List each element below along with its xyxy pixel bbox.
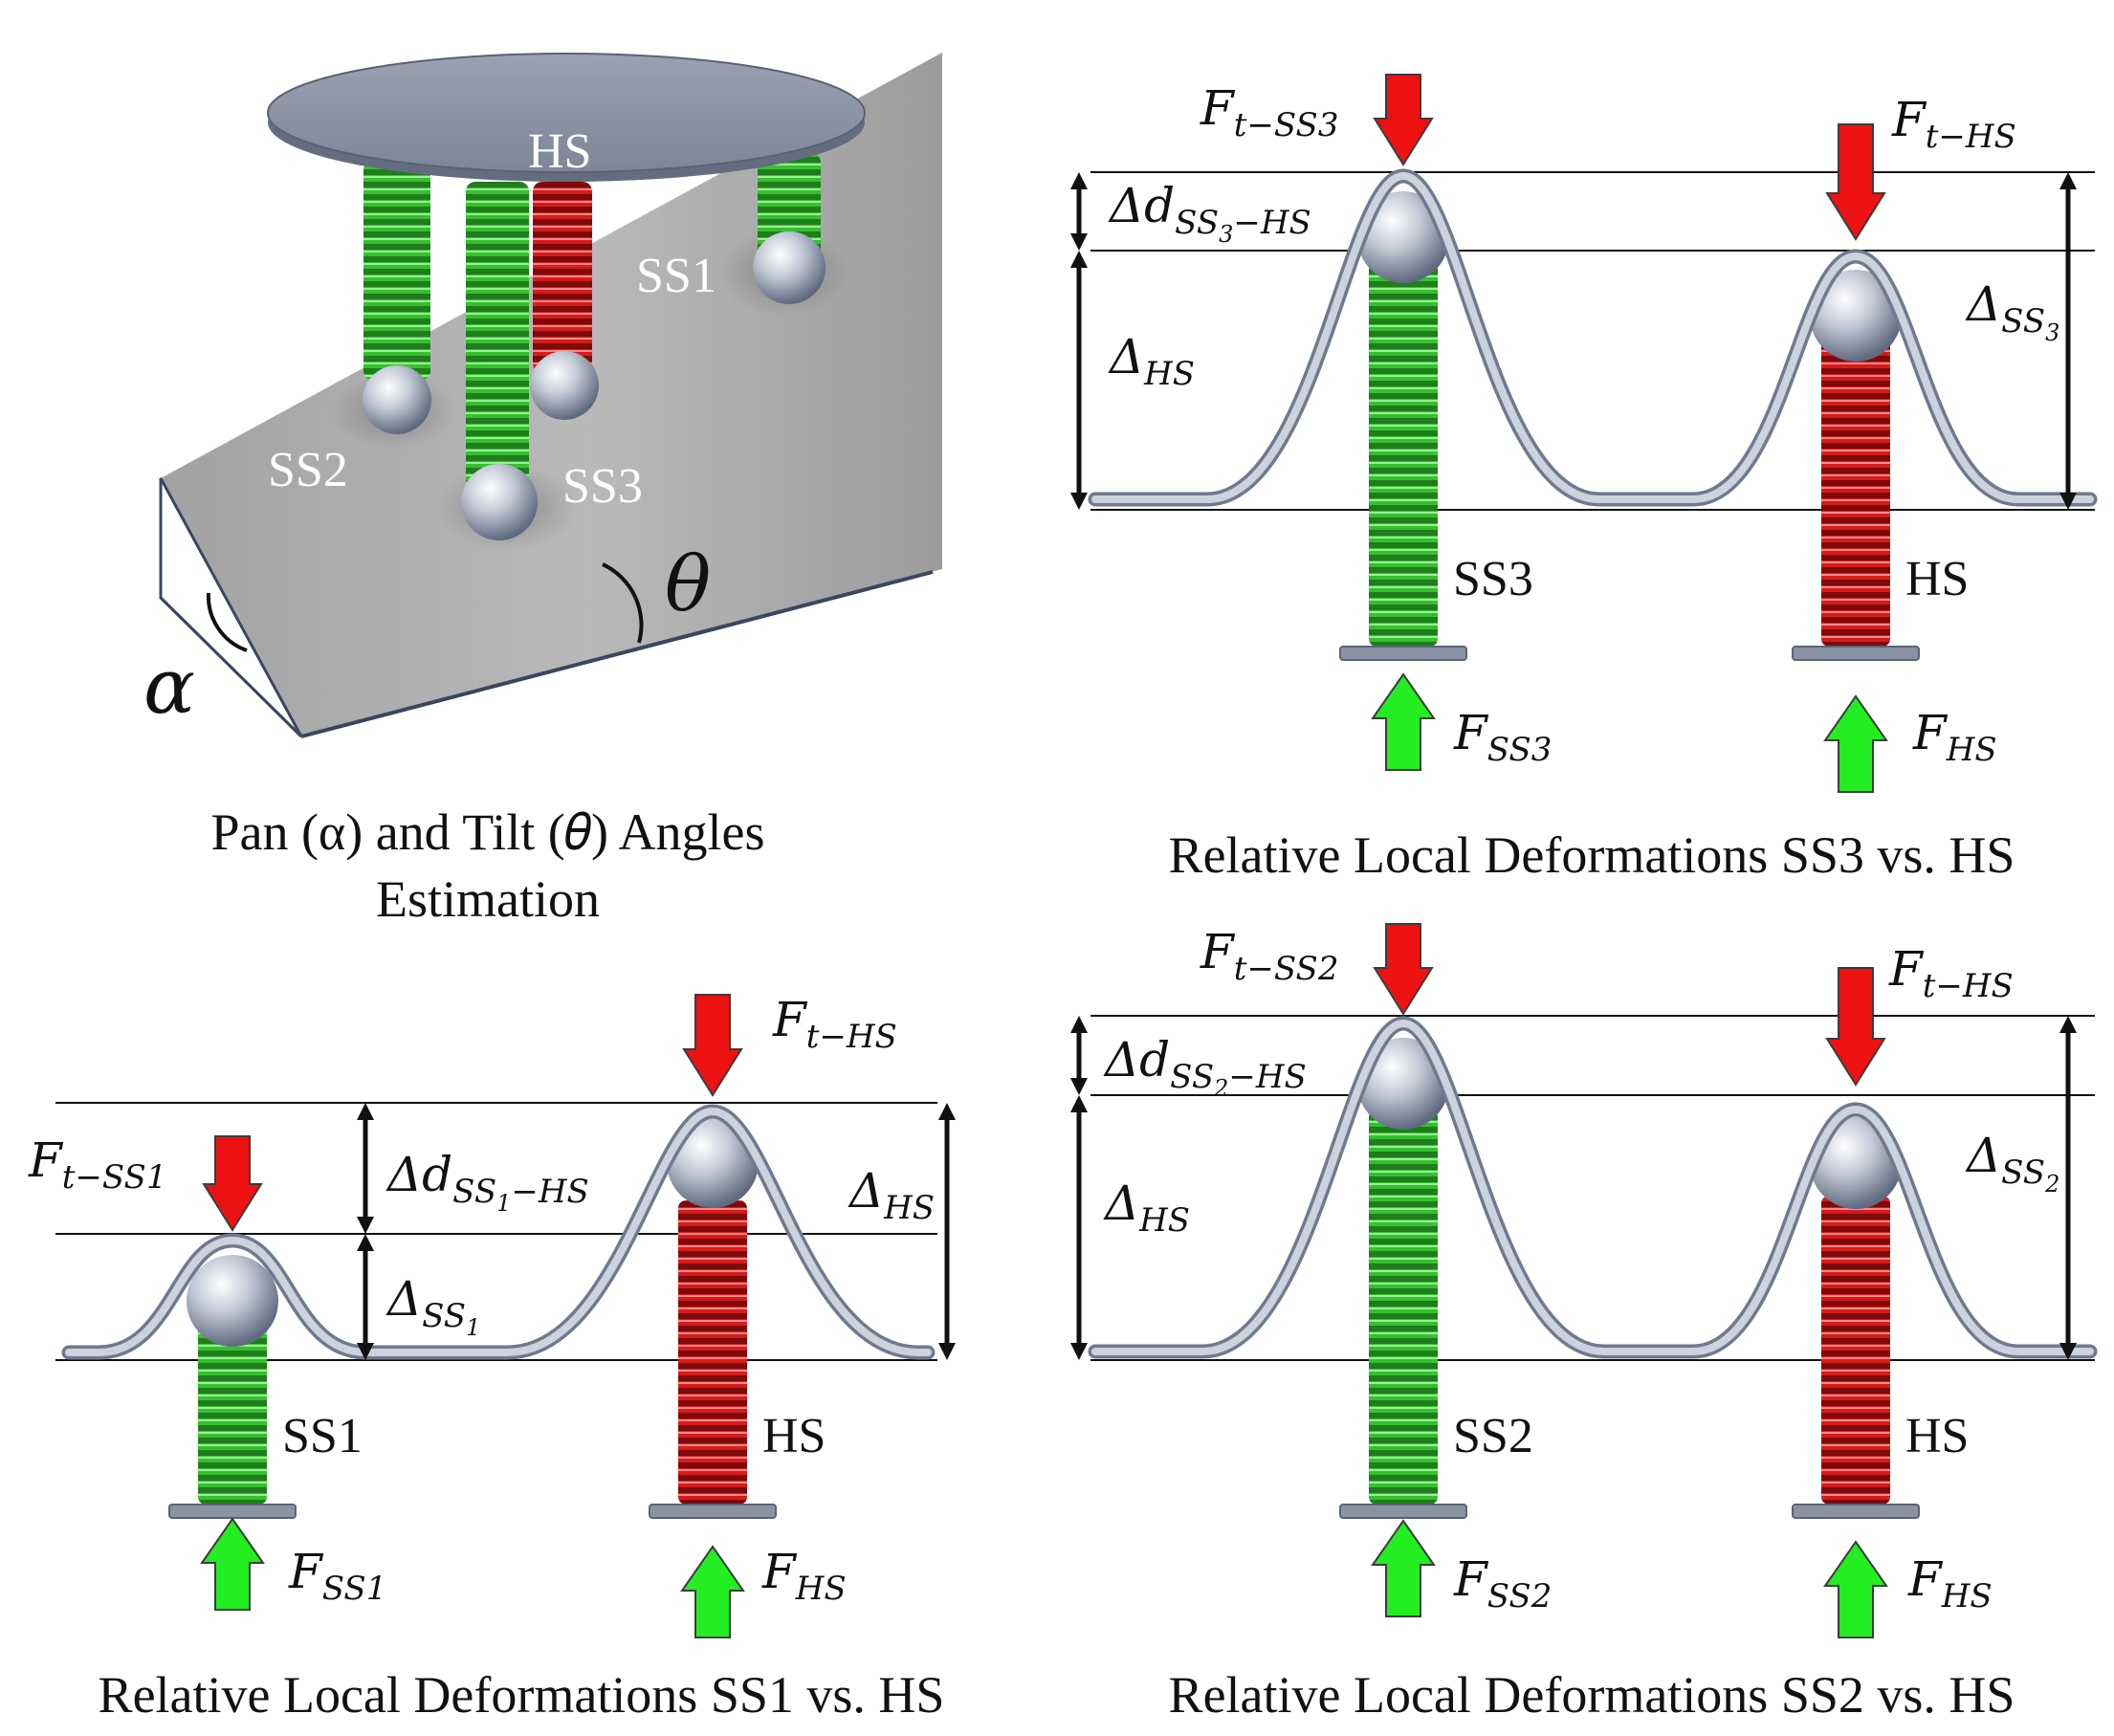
label-hs-3d: HS xyxy=(528,124,591,179)
force-arrow-t-soft xyxy=(1373,74,1434,166)
label-f-t-hard: Ft−HS xyxy=(1888,941,2014,1005)
label-soft-spring: SS3 xyxy=(1453,552,1533,606)
force-arrow-t-soft xyxy=(1373,923,1434,1016)
ball-ss1-3d xyxy=(753,231,826,304)
spring-soft xyxy=(1369,1110,1438,1505)
label-delta-d: ΔdSS2−HS xyxy=(1103,1032,1307,1102)
base-plate-hard xyxy=(1792,646,1920,661)
label-ss2-3d: SS2 xyxy=(268,443,348,497)
spring-hard xyxy=(1821,1196,1890,1505)
base-plate-soft xyxy=(1339,646,1467,661)
label-soft-spring: SS1 xyxy=(282,1409,363,1463)
force-arrow-soft xyxy=(1371,672,1436,771)
label-ss3-3d: SS3 xyxy=(562,459,643,514)
label-hard-spring: HS xyxy=(762,1409,826,1463)
panel-ss1-vs-hs: Ft−SS1 Ft−HS FSS1 FHS ΔdSS1−HS ΔSS1 ΔHS SS1 HS Re… xyxy=(28,992,956,1724)
label-delta-d: ΔdSS3−HS xyxy=(1108,178,1311,248)
force-arrow-t-hard xyxy=(682,994,743,1097)
label-soft-spring: SS2 xyxy=(1453,1409,1533,1463)
membrane-highlight xyxy=(1091,1020,2094,1355)
force-arrow-t-hard xyxy=(1825,967,1886,1087)
label-delta-hs: ΔHS xyxy=(1103,1176,1190,1240)
caption: Relative Local Deformations SS1 vs. HS xyxy=(99,1666,945,1724)
force-arrow-soft xyxy=(1371,1519,1436,1617)
caption: Relative Local Deformations SS3 vs. HS xyxy=(1169,826,2015,884)
spring-soft xyxy=(1369,258,1438,647)
theta-angle-arc xyxy=(602,562,644,644)
membrane-highlight xyxy=(65,1108,932,1356)
dim-delta-right xyxy=(938,1103,956,1360)
force-arrow-t-hard xyxy=(1825,123,1886,241)
theta-symbol: θ xyxy=(665,539,711,628)
top-plate xyxy=(267,53,866,173)
ball-soft xyxy=(1357,191,1449,283)
caption-pan-tilt-line1: Pan (α) and Tilt (𝜃) Angles xyxy=(210,803,764,861)
force-arrow-t-soft xyxy=(202,1135,263,1232)
base-plate-soft xyxy=(168,1504,297,1519)
dim-delta-lower xyxy=(1070,251,1088,510)
alpha-symbol: α xyxy=(143,642,195,731)
label-f-hard: FHS xyxy=(1912,705,1997,769)
label-f-t-hard: Ft−HS xyxy=(772,992,897,1056)
dim-delta-lower xyxy=(357,1234,374,1360)
dim-delta-lower xyxy=(1070,1095,1088,1360)
force-arrow-hard xyxy=(1823,1540,1888,1638)
ball-ss2-3d xyxy=(363,365,431,434)
force-arrow-hard xyxy=(1823,694,1888,793)
ball-hs-3d xyxy=(530,351,599,420)
label-delta-ss: ΔSS3 xyxy=(1965,276,2059,346)
label-f-t-soft: Ft−SS3 xyxy=(1200,80,1338,144)
base-plate-hard xyxy=(1792,1504,1920,1519)
dim-delta-right xyxy=(2059,172,2077,510)
label-f-soft: FSS2 xyxy=(1453,1551,1552,1615)
label-f-t-hard: Ft−HS xyxy=(1891,92,2016,156)
label-hard-spring: HS xyxy=(1905,552,1969,606)
label-delta-hs: ΔHS xyxy=(848,1163,935,1227)
spring-hard xyxy=(678,1200,747,1505)
spring-hard xyxy=(1821,340,1890,647)
dim-delta-right xyxy=(2059,1016,2077,1360)
spring-hs-3d xyxy=(533,182,592,373)
caption-pan-tilt-line2: Estimation xyxy=(376,870,600,928)
label-delta-ss: ΔSS2 xyxy=(1965,1128,2059,1198)
label-f-soft: FSS3 xyxy=(1453,705,1552,769)
label-hard-spring: HS xyxy=(1905,1409,1969,1463)
spring-ss1-3d xyxy=(758,153,821,256)
spring-ss2-3d xyxy=(363,161,430,381)
label-delta-hs: ΔHS xyxy=(1108,329,1195,393)
spring-soft xyxy=(198,1325,267,1505)
label-f-hard: FHS xyxy=(1907,1551,1993,1615)
label-ss1-3d: SS1 xyxy=(636,249,716,303)
spring-ss3-3d xyxy=(466,182,529,488)
ball-hard xyxy=(1810,1117,1902,1209)
ball-hard xyxy=(1810,270,1902,362)
label-f-t-soft: Ft−SS2 xyxy=(1200,924,1338,988)
label-delta-d: ΔdSS1−HS xyxy=(385,1147,589,1217)
force-arrow-hard xyxy=(680,1545,745,1638)
dim-delta-d xyxy=(357,1103,374,1234)
ball-hard xyxy=(667,1116,759,1208)
ball-ss3-3d xyxy=(461,464,538,540)
caption: Relative Local Deformations SS2 vs. HS xyxy=(1169,1666,2015,1724)
base-plate-hard xyxy=(649,1504,777,1519)
dim-delta-d xyxy=(1070,1016,1088,1095)
force-arrow-soft xyxy=(200,1517,265,1611)
dim-delta-d xyxy=(1070,172,1088,251)
ball-soft xyxy=(1357,1038,1449,1130)
label-delta-ss: ΔSS1 xyxy=(385,1271,480,1341)
base-plate-soft xyxy=(1339,1504,1467,1519)
alpha-angle-arc xyxy=(206,592,248,652)
panel-sensor-3d: α θ HS SS1 SS2 SS3 Pan (α) and Tilt (𝜃) … xyxy=(143,53,942,928)
ramp-edge xyxy=(300,570,934,738)
ramp-base-edge xyxy=(159,596,303,738)
membrane-highlight xyxy=(1091,172,2094,503)
label-f-t-soft: Ft−SS1 xyxy=(28,1132,166,1197)
label-f-hard: FHS xyxy=(761,1544,847,1608)
ball-soft xyxy=(187,1255,278,1347)
label-f-soft: FSS1 xyxy=(288,1544,386,1608)
